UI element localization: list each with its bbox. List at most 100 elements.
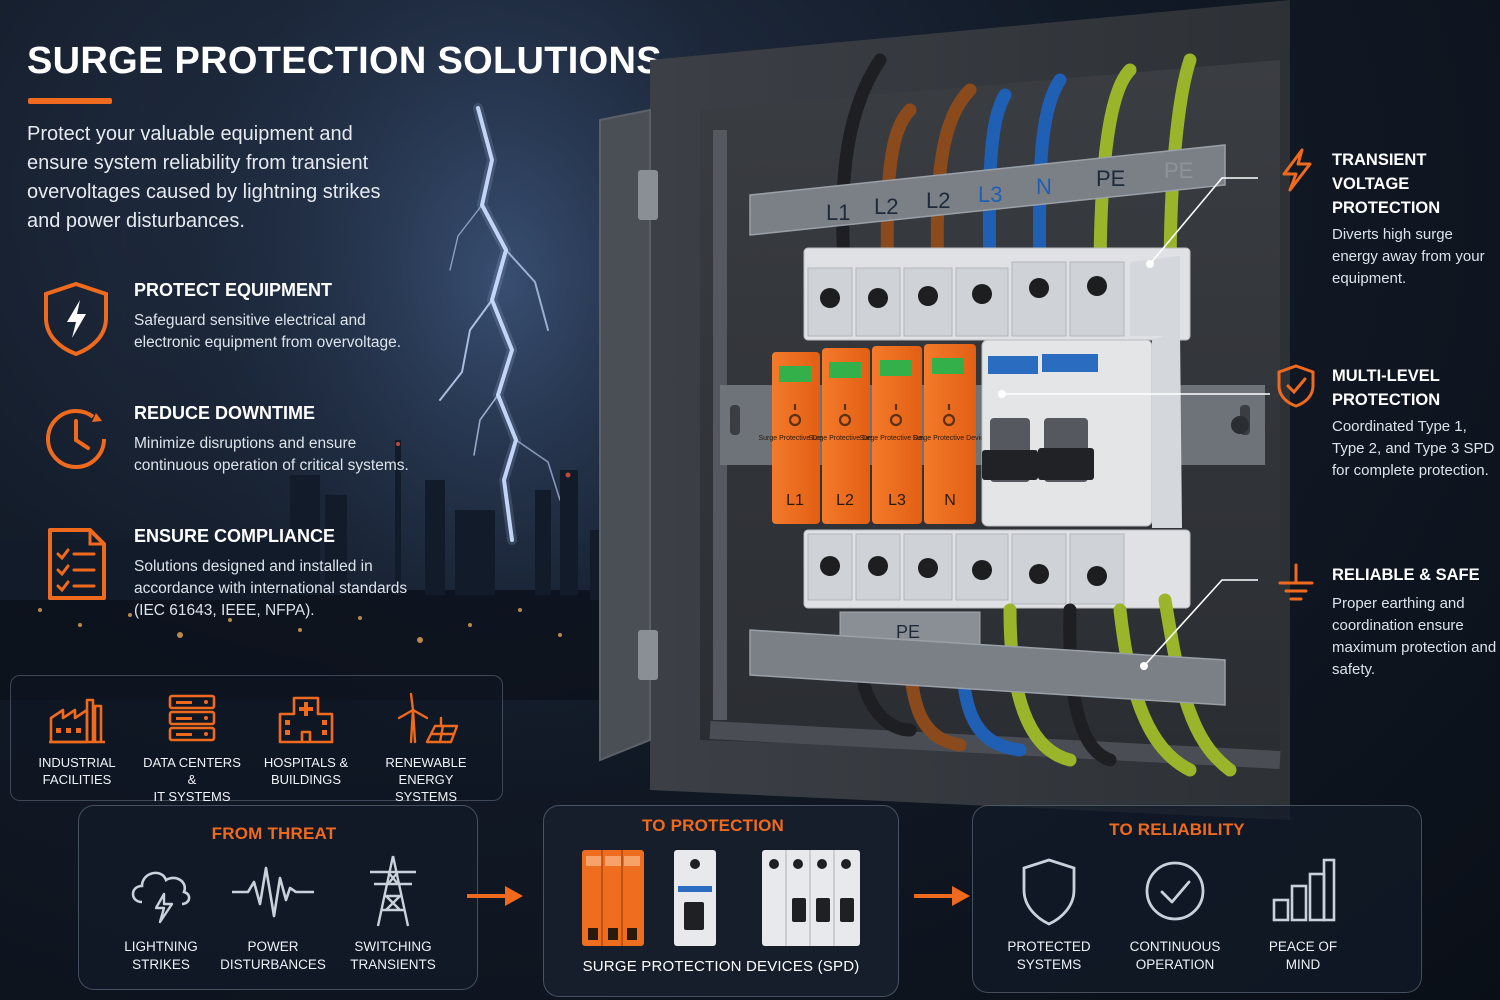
- bottom-terminal-block: [803, 529, 1191, 609]
- ground-icon: [1278, 563, 1314, 601]
- sector-label: HOSPITALS & BUILDINGS: [263, 755, 349, 787]
- flow-protection-panel: TO PROTECTION SURGE PROTECTION DEVICES (…: [543, 805, 899, 997]
- door-hinge-bottom: [638, 630, 658, 680]
- spd-module-line: L1: [786, 492, 804, 509]
- flow-heading: TO PROTECTION: [641, 816, 785, 835]
- spd-orange-3pole: [582, 850, 644, 946]
- spd-module-text: Surge Protective Device: [912, 435, 987, 442]
- benefit-reduce-downtime: REDUCE DOWNTIME Minimize disruptions and…: [40, 403, 420, 513]
- server-icon: [168, 694, 216, 742]
- benefit-title: PROTECT EQUIPMENT: [134, 280, 333, 300]
- callout-title: TRANSIENT VOLTAGE PROTECTION: [1332, 151, 1441, 217]
- flow-threat-panel: FROM THREAT LIGHTNING STRIKES POWER DIST…: [78, 805, 478, 990]
- clock-icon: [46, 409, 106, 469]
- callout-transient-voltage: TRANSIENT VOLTAGE PROTECTION Diverts hig…: [1276, 148, 1498, 298]
- flow-item-label: POWER DISTURBANCES: [220, 939, 326, 972]
- bolt-icon: [1282, 148, 1312, 192]
- spd-white-4pole: [762, 850, 860, 946]
- spd-module-line: L2: [836, 492, 854, 509]
- flow-arrow-2: [914, 886, 970, 906]
- spd-module-text: Surge Protective Device: [758, 435, 833, 442]
- busbar-label: N: [1036, 174, 1052, 199]
- intro-text: Protect your valuable equipment and ensu…: [27, 123, 381, 232]
- spd-devices-image: [582, 850, 860, 946]
- benefit-title: REDUCE DOWNTIME: [134, 403, 315, 423]
- flow-heading: TO RELIABILITY: [1109, 820, 1245, 839]
- busbar-label: PE: [1096, 166, 1125, 191]
- top-terminal-block: [803, 247, 1191, 341]
- sector-industrial: INDUSTRIAL FACILITIES: [29, 692, 125, 788]
- ground-bar-label: PE: [896, 622, 920, 642]
- bottom-busbar: [749, 629, 1226, 706]
- distribution-panel-illustration: L1 L2 L2 L3 N PE PE Surge Protective Dev…: [599, 0, 1290, 820]
- busbar-label: L1: [826, 200, 850, 225]
- flow-item-power: POWER DISTURBANCES: [213, 854, 333, 974]
- callout-title: RELIABLE & SAFE: [1332, 566, 1480, 584]
- flow-item-label: SWITCHING TRANSIENTS: [350, 939, 436, 972]
- spd-module-text: Surge Protective Device: [859, 435, 934, 442]
- busbar-label: PE: [1164, 158, 1193, 183]
- check-circle-icon: [1145, 861, 1205, 921]
- spd-modules: Surge Protective Device L1 Surge Protect…: [758, 344, 988, 524]
- benefit-protect-equipment: PROTECT EQUIPMENT Safeguard sensitive el…: [40, 280, 420, 390]
- shield-icon: [1022, 858, 1076, 926]
- spd-module-l3: Surge Protective Device L3: [859, 346, 935, 524]
- flow-item-protected: PROTECTED SYSTEMS: [989, 854, 1109, 974]
- title-underline: [28, 98, 112, 104]
- sector-label: DATA CENTERS & IT SYSTEMS: [143, 755, 241, 804]
- shield-check-icon: [1277, 364, 1315, 408]
- sector-renewable: RENEWABLE ENERGY SYSTEMS: [361, 692, 491, 805]
- flow-heading: FROM THREAT: [211, 824, 337, 843]
- callout-text: Coordinated Type 1, Type 2, and Type 3 S…: [1332, 418, 1495, 479]
- pylon-icon: [370, 855, 416, 927]
- sector-label: RENEWABLE ENERGY SYSTEMS: [385, 755, 467, 804]
- flow-item-switching: SWITCHING TRANSIENTS: [333, 854, 453, 974]
- flow-item-lightning: LIGHTNING STRIKES: [101, 854, 221, 974]
- busbar-label: L2: [874, 194, 898, 219]
- wind-solar-icon: [397, 692, 459, 744]
- cabinet-door: [599, 108, 651, 762]
- flow-reliability-panel: TO RELIABILITY PROTECTED SYSTEMS CONTINU…: [972, 805, 1422, 993]
- benefit-text: Solutions designed and installed in acco…: [134, 558, 408, 619]
- benefit-text: Minimize disruptions and ensure continuo…: [134, 435, 409, 474]
- page-title: SURGE PROTECTION SOLUTIONS: [27, 40, 662, 82]
- callout-title: MULTI-LEVEL PROTECTION: [1332, 367, 1441, 409]
- flow-item-label: LIGHTNING STRIKES: [124, 939, 198, 972]
- lightning-bolt: [439, 103, 561, 545]
- flow-item-continuous: CONTINUOUS OPERATION: [1115, 854, 1235, 974]
- spd-module-line: N: [944, 492, 956, 509]
- flow-item-peace: PEACE OF MIND: [1243, 854, 1363, 974]
- circuit-breaker: [981, 330, 1182, 528]
- spd-module-n: Surge Protective Device N: [912, 344, 988, 524]
- callout-text: Proper earthing and coordination ensure …: [1332, 595, 1497, 678]
- benefit-ensure-compliance: ENSURE COMPLIANCE Solutions designed and…: [40, 526, 420, 636]
- waveform-icon: [232, 866, 314, 918]
- hospital-icon: [278, 696, 334, 744]
- spd-module-l2: Surge Protective Device L2: [808, 348, 884, 524]
- flow-item-label: PEACE OF MIND: [1268, 939, 1338, 972]
- flow-item-label: CONTINUOUS OPERATION: [1129, 939, 1221, 972]
- door-hinge-top: [638, 170, 658, 220]
- flow-item-label: PROTECTED SYSTEMS: [1007, 939, 1091, 972]
- busbar-label: L2: [926, 188, 950, 213]
- spd-caption: SURGE PROTECTION DEVICES (SPD): [582, 958, 860, 975]
- checklist-icon: [48, 528, 106, 600]
- callout-multi-level: MULTI-LEVEL PROTECTION Coordinated Type …: [1276, 364, 1498, 514]
- spd-white-1pole: [674, 850, 716, 946]
- factory-icon: [49, 698, 105, 744]
- spd-module-l1: Surge Protective Device L1: [758, 352, 834, 524]
- benefit-text: Safeguard sensitive electrical and elect…: [134, 312, 402, 351]
- spd-module-text: Surge Protective Device: [808, 435, 883, 442]
- storm-cloud-icon: [131, 871, 191, 924]
- sector-label: INDUSTRIAL FACILITIES: [38, 755, 116, 787]
- callout-reliable-safe: RELIABLE & SAFE Proper earthing and coor…: [1276, 563, 1498, 693]
- sector-hospitals: HOSPITALS & BUILDINGS: [261, 692, 351, 788]
- bar-chart-icon: [1272, 858, 1336, 922]
- busbar-label: L3: [978, 182, 1002, 207]
- sector-data-centers: DATA CENTERS & IT SYSTEMS: [137, 692, 247, 805]
- shield-bolt-icon: [44, 281, 108, 356]
- spd-module-line: L3: [888, 492, 906, 509]
- benefit-title: ENSURE COMPLIANCE: [134, 526, 336, 546]
- application-sectors-panel: INDUSTRIAL FACILITIES DATA CENTERS & IT …: [10, 675, 503, 804]
- callout-text: Diverts high surge energy away from your…: [1332, 226, 1485, 287]
